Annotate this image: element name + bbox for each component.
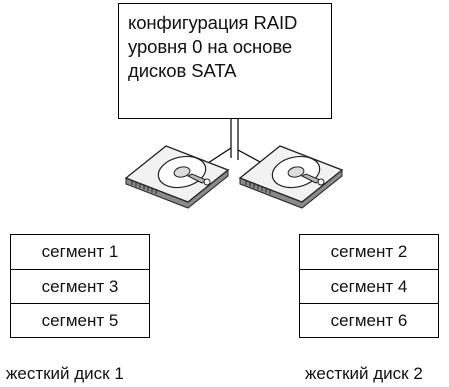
raid-config-title-box: конфигурация RAID уровня 0 на основе дис… [118,3,332,119]
connector-branch-right [237,149,263,164]
disk-1-label: жесткий диск 1 [6,364,124,383]
disk-2-segment: сегмент 2 [330,242,408,261]
title-line-1: конфигурация RAID [128,12,298,33]
disk-1-segment: сегмент 5 [11,303,149,337]
disk-1-segment: сегмент 1 [41,242,119,261]
hard-drive-icon [238,145,344,209]
hard-drive-icon [124,145,230,209]
title-line-2: уровня 0 на основе [128,36,293,57]
disk-2-segment: сегмент 6 [300,303,438,337]
disk-2-segment-table: сегмент 2 сегмент 4 сегмент 6 [299,234,439,338]
disk-2-segment: сегмент 4 [300,269,438,303]
title-line-3: дисков SATA [128,60,237,81]
disk-2-label: жесткий диск 2 [305,364,423,383]
disk-1-segment-table: сегмент 1 сегмент 3 сегмент 5 [10,234,150,338]
disk-1-segment: сегмент 3 [11,269,149,303]
